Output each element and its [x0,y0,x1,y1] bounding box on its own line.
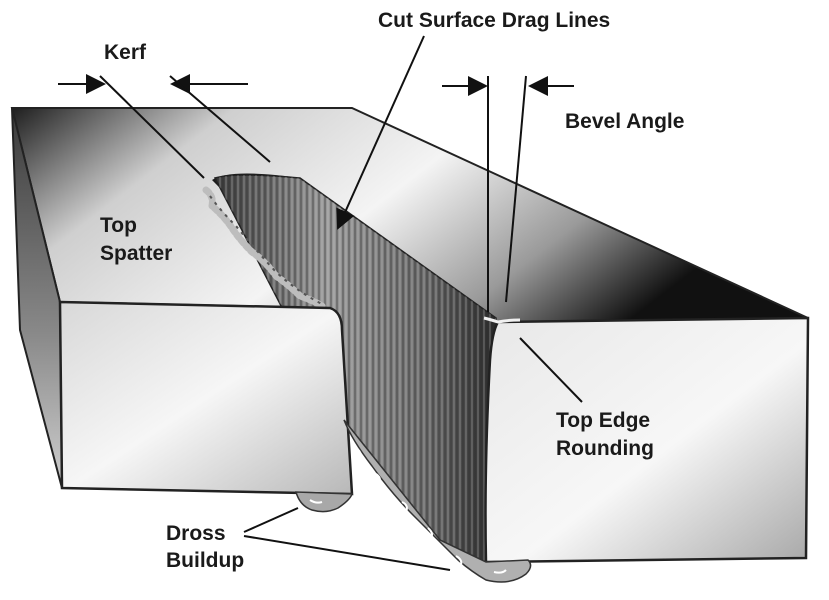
label-top-spatter-line2: Spatter [100,242,172,265]
kerf-dimension [58,74,271,179]
label-kerf: Kerf [104,41,147,64]
dross-buildup-right [343,419,532,583]
drag-lines-leader [336,35,425,230]
dross-texture [309,447,507,574]
left-plate-front-face [58,300,354,496]
cut-surface-drag-lines [215,175,496,562]
dross-buildup-left [294,491,354,513]
label-drag-lines: Cut Surface Drag Lines [378,9,610,32]
label-top-edge-line2: Rounding [556,437,654,460]
bevel-angle-dimension [442,75,574,312]
label-top-edge-line1: Top Edge [556,409,650,432]
label-top-spatter-line1: Top [100,214,137,237]
top-edge-leader [519,337,583,403]
right-plate-front-face [484,316,810,564]
label-bevel-angle: Bevel Angle [565,110,684,133]
top-spatter [202,186,326,310]
top-edge-rounding [483,316,521,324]
top-spatter-shadow [209,195,323,305]
label-dross-line2: Buildup [166,549,244,572]
label-dross-line1: Dross [166,522,226,545]
dross-leaders [243,507,451,571]
